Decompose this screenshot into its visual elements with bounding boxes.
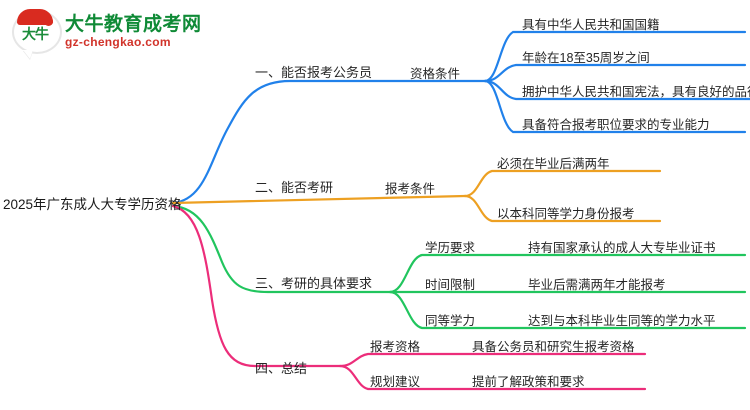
branch-node-2[interactable]: 二、能否考研	[255, 180, 334, 195]
branch-node-1[interactable]: 一、能否报考公务员	[255, 65, 373, 80]
edge-root-branch-4	[171, 204, 342, 368]
leaf-node-3-3-1[interactable]: 达到与本科毕业生同等的学力水平	[528, 314, 716, 328]
edge-root-branch-2	[171, 194, 467, 205]
leaf-node-2-1-1[interactable]: 必须在毕业后满两年	[497, 157, 610, 171]
leaf-node-3-1-1[interactable]: 持有国家承认的成人大专毕业证书	[528, 241, 716, 255]
leaf-node-4-1-1[interactable]: 具备公务员和研究生报考资格	[472, 340, 635, 354]
logo-icon: 大牛	[12, 8, 62, 54]
topic-node-3-1[interactable]: 学历要求	[425, 241, 476, 255]
topic-node-2-1[interactable]: 报考条件	[385, 182, 436, 196]
logo-mark-text: 大牛	[22, 25, 49, 42]
topic-node-1-1[interactable]: 资格条件	[410, 67, 461, 81]
logo-dot-icon	[44, 17, 53, 26]
edge-root-branch-3	[171, 204, 392, 294]
leaf-node-4-2-1[interactable]: 提前了解政策和要求	[472, 375, 585, 389]
leaf-node-3-2-1[interactable]: 毕业后需满两年才能报考	[528, 278, 666, 292]
topic-node-4-1[interactable]: 报考资格	[370, 340, 421, 354]
edge-root-branch-1	[171, 79, 487, 205]
edge-branch-3-topic-1	[388, 253, 747, 294]
logo-text-block: 大牛教育成考网 gz-chengkao.com	[65, 14, 202, 49]
topic-node-4-2[interactable]: 规划建议	[370, 375, 421, 389]
leaf-node-1-1-4[interactable]: 具备符合报考职位要求的专业能力	[522, 118, 710, 132]
leaf-node-1-1-1[interactable]: 具有中华人民共和国国籍	[522, 18, 660, 32]
topic-node-3-3[interactable]: 同等学力	[425, 314, 476, 328]
edge-topic-2-leaf-2	[463, 194, 662, 223]
leaf-node-1-1-3[interactable]: 拥护中华人民共和国宪法，具有良好的品行	[522, 85, 750, 99]
branch-node-3[interactable]: 三、考研的具体要求	[255, 276, 373, 291]
site-logo: 大牛 大牛教育成考网 gz-chengkao.com	[12, 8, 202, 54]
topic-node-3-2[interactable]: 时间限制	[425, 278, 476, 292]
logo-title: 大牛教育成考网	[65, 13, 202, 35]
edge-branch-4-topic-2	[338, 364, 647, 391]
edge-topic-1-leaf-2	[483, 63, 747, 83]
logo-subtitle: gz-chengkao.com	[65, 34, 171, 49]
edge-topic-2-leaf-1	[463, 169, 662, 198]
edge-topic-1-leaf-4	[483, 79, 747, 134]
branch-node-4[interactable]: 四、总结	[255, 361, 308, 376]
leaf-node-2-1-2[interactable]: 以本科同等学力身份报考	[497, 207, 635, 221]
edge-branch-3-topic-3	[388, 290, 747, 330]
leaf-node-1-1-2[interactable]: 年龄在18至35周岁之间	[522, 51, 650, 65]
edge-branch-4-topic-1	[338, 352, 647, 368]
mindmap-root-node[interactable]: 2025年广东成人大专学历资格	[3, 197, 182, 212]
